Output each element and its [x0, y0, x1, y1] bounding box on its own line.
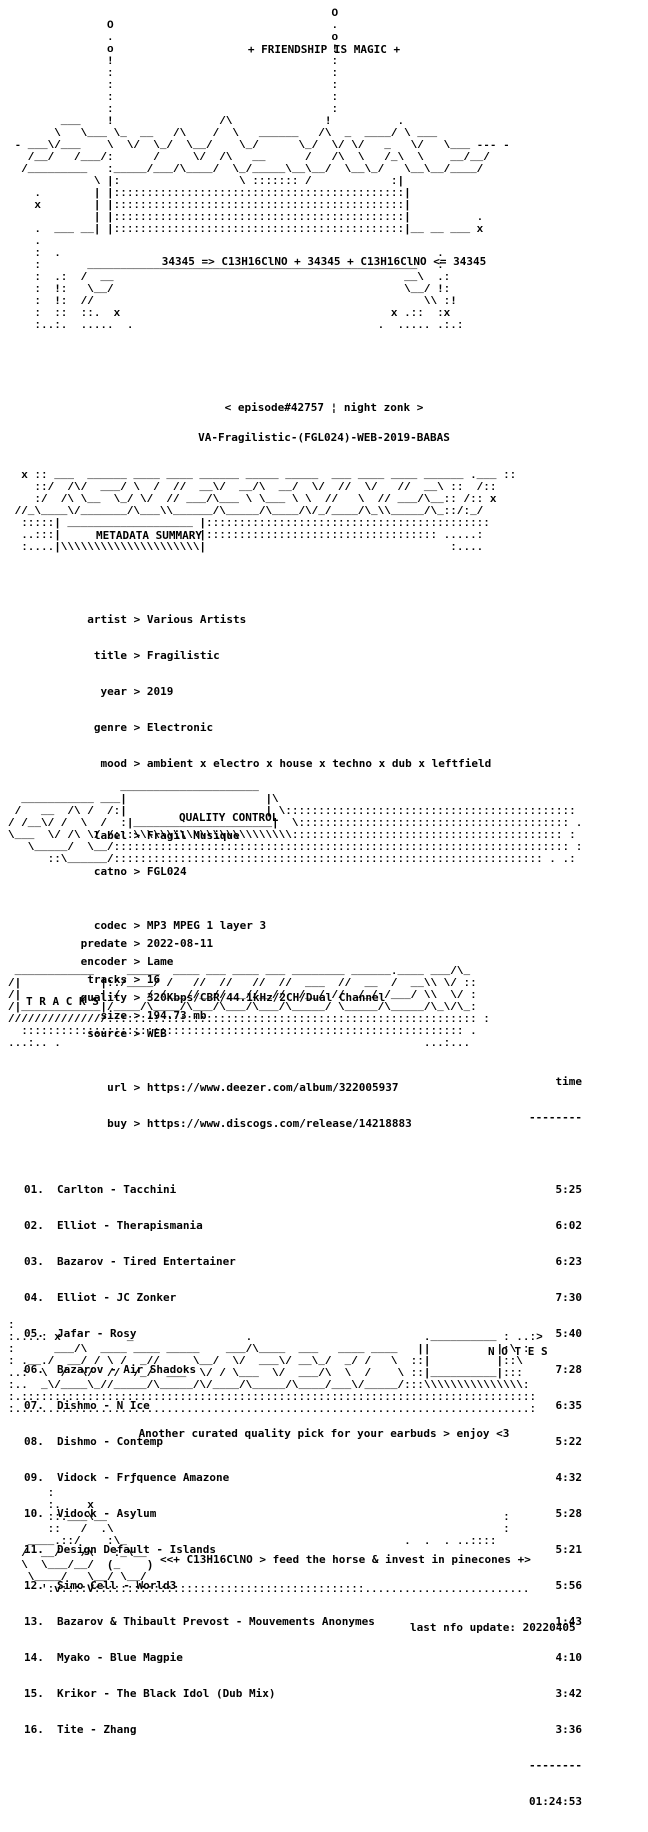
meta-row-size: size > 194.73 mb [100, 1009, 207, 1022]
header-ascii-art: O O . . o o ! ! [14, 8, 510, 332]
notes-text: Another curated quality pick for your ea… [138, 1427, 510, 1440]
track-row: 15.Krikor - The Black Idol (Dub Mix)3:42 [24, 1687, 582, 1700]
quality-list: codec > MP3 MPEG 1 layer 3 encoder > Lam… [0, 896, 386, 1064]
meta-row-buy[interactable]: buy > https://www.discogs.com/release/14… [107, 1117, 412, 1130]
tracklist-rule-top: -------- [529, 1111, 582, 1124]
meta-row-title: title > Fragilistic [93, 649, 220, 662]
tracklist-rule-bottom: -------- [529, 1759, 582, 1772]
metadata-banner-art: x :: ___ ______ ____ ____ ______ _____ _… [14, 470, 517, 554]
meta-row-tracks: tracks > 16 [87, 973, 161, 986]
meta-row-predate: predate > 2022-08-11 [80, 937, 214, 950]
release-name: VA-Fragilistic-(FGL024)-WEB-2019-BABAS [198, 431, 450, 444]
episode-line: < episode#42757 ¦ night zonk > [224, 401, 424, 414]
formula-line: 34345 => C13H16ClNO + 34345 + C13H16ClNO… [161, 255, 487, 268]
quality-section-label: QUALITY CONTROL [179, 811, 279, 824]
quality-row-codec: codec > MP3 MPEG 1 layer 3 [93, 919, 267, 932]
meta-row-artist: artist > Various Artists [87, 613, 247, 626]
metadata-list: artist > Various Artists title > Fragili… [0, 590, 492, 1154]
meta-row-url[interactable]: url > https://www.deezer.com/album/32200… [107, 1081, 399, 1094]
meta-row-year: year > 2019 [100, 685, 174, 698]
notes-banner-art: : :....: x _ . .__________ : ..:> : ___/… [8, 1320, 543, 1416]
footer-tagline: <<+ C13H16ClNO > feed the horse & invest… [160, 1553, 531, 1566]
quality-row-quality: quality > 320Kbps/CBR/44.1kHz/2CH/Dual C… [80, 991, 386, 1004]
meta-row-genre: genre > Electronic [93, 721, 214, 734]
track-row: 13.Bazarov & Thibault Prevost - Mouvemen… [24, 1615, 582, 1628]
meta-row-label: label > Fragil Musique [93, 829, 240, 842]
quality-banner-art: _____________________ ___________ ___| |… [8, 782, 583, 866]
meta-row-catno: catno > FGL024 [93, 865, 187, 878]
nfo-document: O O . . o o ! ! [0, 8, 583, 1808]
notes-section-label: N O T E S [488, 1345, 548, 1358]
header-title: + FRIENDSHIP IS MAGIC + [247, 43, 401, 56]
tracklist-header: time [555, 1075, 583, 1088]
footer-ascii-art: : :. x ::.___\__ : :: / .\ : ____.::/ :\… [21, 1488, 530, 1596]
metadata-section-label: METADATA SUMMARY [96, 529, 202, 542]
tracks-section-label: T R A C K S [26, 995, 99, 1008]
quality-row-source: source > WEB [87, 1027, 167, 1040]
last-update: last nfo update: 20220405 [410, 1621, 576, 1634]
quality-row-encoder: encoder > Lame [80, 955, 174, 968]
meta-row-mood: mood > ambient x electro x house x techn… [100, 757, 492, 770]
tracklist-total: 01:24:53 [529, 1795, 582, 1808]
tracks-banner-art: ____________ _____ ____ ___ ____ ___ ___… [8, 966, 490, 1050]
